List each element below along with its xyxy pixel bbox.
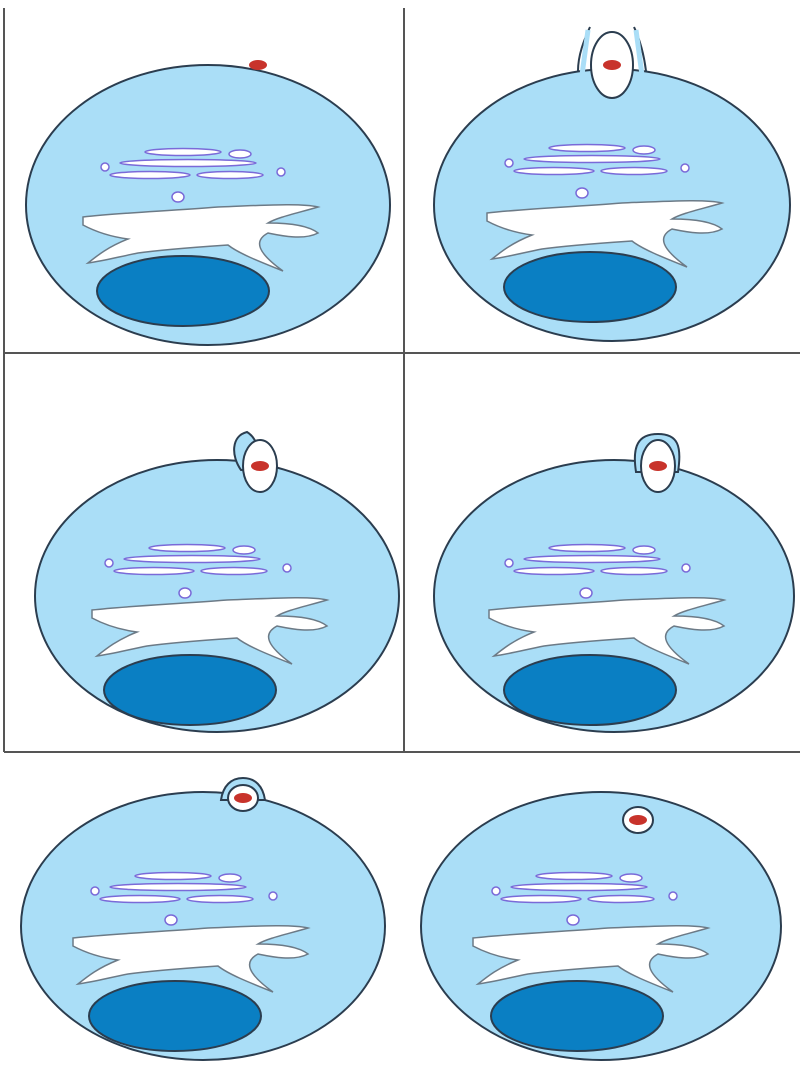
particle-icon xyxy=(249,60,267,70)
particle-icon xyxy=(629,815,647,825)
panel-5 xyxy=(21,778,385,1060)
panel-4 xyxy=(434,434,794,732)
panel-1 xyxy=(26,60,390,345)
nucleus-icon xyxy=(89,981,261,1051)
panel-2 xyxy=(434,27,790,341)
panel-6 xyxy=(421,792,781,1060)
nucleus-icon xyxy=(504,252,676,322)
nucleus-icon xyxy=(504,655,676,725)
nucleus-icon xyxy=(97,256,269,326)
nucleus-icon xyxy=(104,655,276,725)
particle-icon xyxy=(603,60,621,70)
nucleus-icon xyxy=(491,981,663,1051)
particle-icon xyxy=(251,461,269,471)
panel-3 xyxy=(35,432,399,732)
particle-icon xyxy=(234,793,252,803)
particle-icon xyxy=(649,461,667,471)
